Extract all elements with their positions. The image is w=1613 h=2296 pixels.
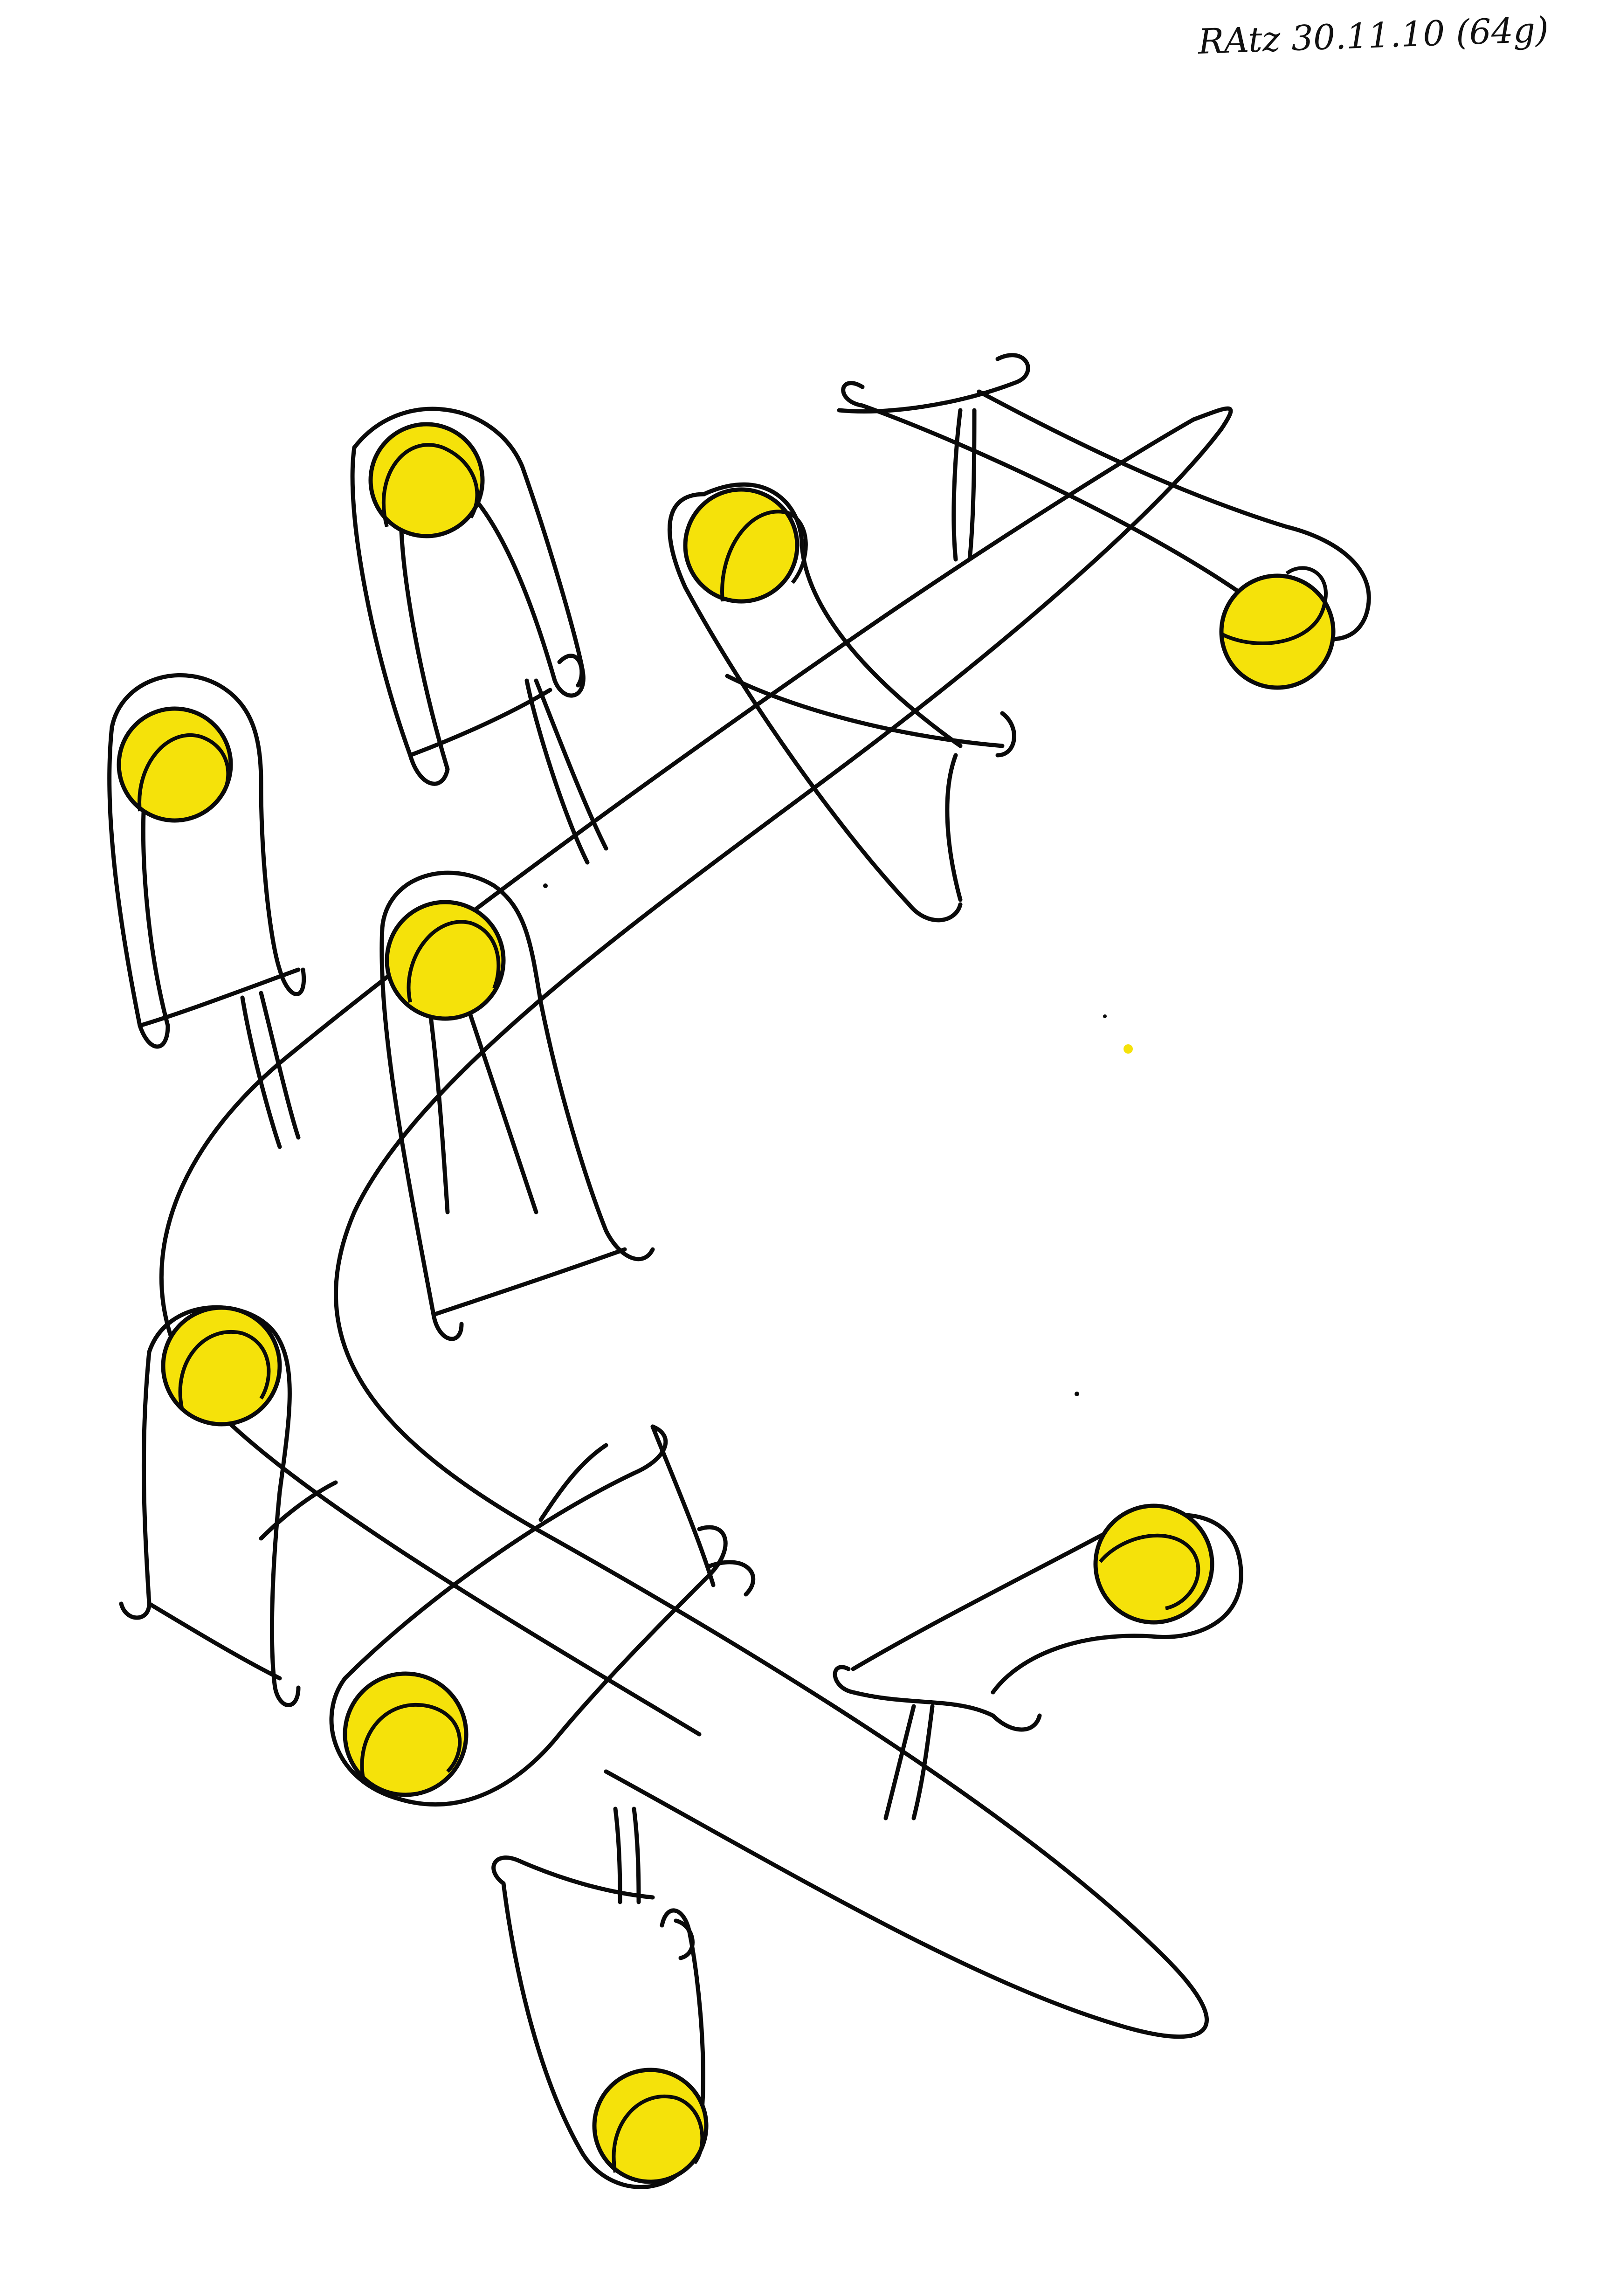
figure-1 (350, 407, 608, 865)
figure-4 (107, 673, 306, 1149)
figure-2 (837, 353, 1371, 690)
figure-6 (119, 1305, 338, 1707)
ball-icon (343, 1671, 469, 1797)
figure-9 (491, 1806, 709, 2189)
figure-7 (329, 1424, 756, 1806)
figure-8 (833, 1503, 1243, 1820)
ball-icon (683, 487, 800, 604)
ball-icon (385, 900, 506, 1021)
paint-specks (543, 883, 1133, 1396)
long-body-shape (159, 406, 1233, 2039)
ball-icon (117, 706, 233, 823)
ball-icon (1219, 573, 1336, 690)
figure-5 (379, 870, 655, 1341)
figure-3 (667, 482, 1016, 923)
ball-icon (1093, 1503, 1214, 1625)
ball-icon (592, 2068, 709, 2184)
